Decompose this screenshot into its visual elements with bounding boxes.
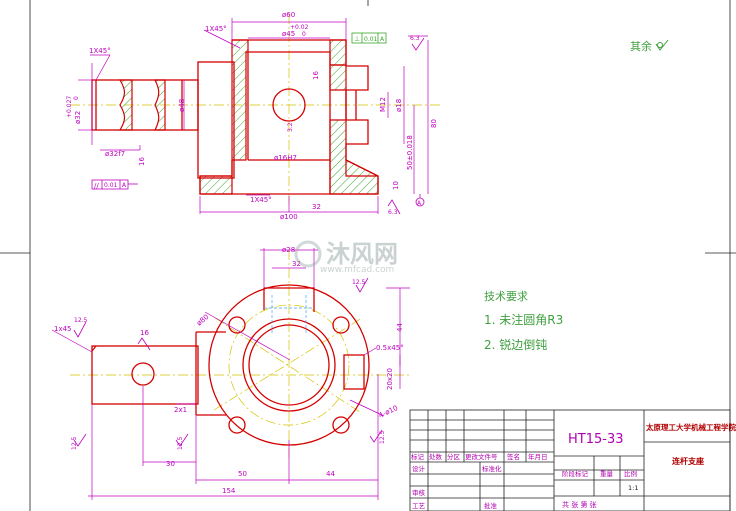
hdr-count: 处数 — [429, 452, 443, 461]
label-design: 设计 — [412, 464, 426, 473]
top-hidden-lines — [264, 295, 314, 335]
front-dim-lines — [78, 18, 429, 214]
top-dim-lines — [51, 248, 410, 500]
roughness-symbol-1 — [411, 37, 425, 51]
dim-d32f7: ø32f7 — [105, 150, 125, 158]
dim-top-c2x1: 2x1 — [174, 406, 187, 414]
chamfer-bottom: 1X45° — [250, 196, 272, 204]
roughness-top-d: 12.5 — [352, 279, 366, 286]
roughness-top-c: 12.5 — [177, 436, 184, 450]
dim-top-depth: 20x20 — [386, 368, 394, 390]
gdt-par-symbol: // — [94, 182, 99, 190]
dim-h16b: 16 — [138, 157, 146, 166]
dim-top-h44: 44 — [396, 323, 404, 332]
dim-len32: 32 — [312, 203, 321, 211]
dim-top-chamfer: 0.5x45° — [376, 344, 404, 352]
front-view: ø60 +0.02 ø45 0 ⊥ 0.01 A 1X45° 1X45° 1X4… — [66, 11, 440, 221]
hdr-change-doc: 更改文件号 — [465, 452, 498, 461]
top-outline — [91, 284, 370, 446]
dim-top-holes: 4-ø10 — [377, 404, 399, 420]
roughness-top-e: 12.5 — [379, 430, 386, 444]
dim-top-r16: 16 — [140, 329, 149, 337]
dim-tol45-lower: 0 — [302, 31, 306, 38]
part-number: HT15-33 — [568, 432, 624, 447]
gdt-perp-symbol: ⊥ — [354, 35, 360, 43]
datum-a-marker — [415, 194, 425, 207]
label-scale: 比例 — [624, 469, 637, 478]
gdt-parallelism: // 0.01 A — [91, 179, 138, 190]
watermark-name: 沐风网 — [326, 240, 398, 268]
dim-d45: ø45 — [282, 30, 295, 38]
gdt-par-ref: A — [122, 182, 127, 189]
hdr-signature: 签名 — [507, 452, 520, 461]
label-sheets: 共 张 第 张 — [562, 500, 597, 509]
gdt-perpendicularity: ⊥ 0.01 A — [351, 32, 387, 44]
dim-r32: 3.2 — [287, 122, 294, 132]
label-approve: 批准 — [484, 501, 498, 510]
dim-d60: ø60 — [282, 11, 295, 19]
roughness-symbol-2 — [387, 199, 401, 215]
dim-d18: ø18 — [395, 99, 403, 112]
dim-d32-tol-lower: 0 — [73, 96, 80, 100]
roughness-top-a: 12.5 — [74, 317, 88, 324]
top-centerlines — [70, 250, 410, 460]
rest-finish-note: 其余 — [630, 39, 652, 53]
roughness-63a: 6.3 — [410, 35, 420, 42]
title-block: HT15-33 太原理工大学机械工程学院 连杆支座 标记 处数 分区 更改文件号… — [409, 409, 736, 511]
dim-d32: ø32 — [74, 111, 82, 124]
dim-d16h7: ø16H7 — [274, 154, 297, 162]
watermark-logo-icon — [294, 240, 322, 268]
datum-a-label: A — [417, 200, 422, 207]
front-hatch — [118, 39, 379, 195]
hdr-mark: 标记 — [411, 452, 425, 461]
dim-top-chamfer-left: 1x45 — [54, 325, 72, 333]
chamfer-top: 1X45° — [205, 25, 227, 33]
tech-req-item-2: 2. 锐边倒钝 — [484, 338, 547, 352]
watermark-url: www.mfcad.com — [320, 265, 394, 275]
dim-top-len30: 30 — [166, 460, 175, 468]
roughness-top-b: 12.5 — [71, 436, 78, 450]
label-stage: 阶段标记 — [562, 469, 589, 478]
part-name: 连杆支座 — [672, 456, 704, 466]
dim-m12: M12 — [379, 97, 387, 112]
dim-top-len50: 50 — [238, 470, 247, 478]
label-weight: 重量 — [600, 470, 614, 478]
watermark: 沐风网 www.mfcad.com — [294, 240, 398, 275]
rest-finish-symbol — [655, 39, 669, 51]
hdr-date: 年月日 — [528, 452, 548, 461]
dim-d100: ø100 — [280, 213, 298, 221]
label-review: 审核 — [412, 488, 426, 497]
dim-top-len154: 154 — [222, 487, 236, 495]
label-standardize: 标准化 — [482, 464, 502, 473]
front-outline — [91, 39, 379, 195]
tech-req-item-1: 1. 未注圆角R3 — [484, 312, 563, 327]
hdr-zone: 分区 — [447, 452, 461, 461]
dim-d48: ø48 — [178, 99, 186, 112]
gdt-perp-ref: A — [380, 36, 385, 43]
dim-top-len32: 32 — [292, 260, 301, 268]
dim-d32-tol-upper: +0.027 — [66, 96, 73, 118]
label-process: 工艺 — [412, 502, 426, 510]
roughness-63b: 6.3 — [388, 209, 398, 216]
dim-h80: 80 — [430, 119, 438, 128]
tech-req-title: 技术要求 — [484, 290, 528, 303]
dim-h10: 10 — [392, 181, 400, 190]
dim-h50: 50±0.018 — [406, 135, 414, 170]
scale-value: 1:1 — [628, 484, 638, 492]
gdt-par-value: 0.01 — [104, 182, 118, 189]
gdt-perp-value: 0.01 — [364, 36, 378, 43]
dim-top-d28: ø28 — [282, 246, 295, 254]
chamfer-left: 1X45° — [89, 47, 111, 55]
school-name: 太原理工大学机械工程学院 — [646, 422, 736, 432]
dim-h16: 16 — [312, 71, 320, 80]
top-roughness-marks — [73, 277, 383, 447]
dim-top-d80: ø80 — [195, 313, 210, 328]
dim-tol45-upper: +0.02 — [290, 24, 309, 31]
top-view: ø28 32 ø80 44 0.5x45° 20x20 4-ø10 2x1 30… — [51, 246, 410, 500]
dim-top-len44: 44 — [326, 470, 335, 478]
